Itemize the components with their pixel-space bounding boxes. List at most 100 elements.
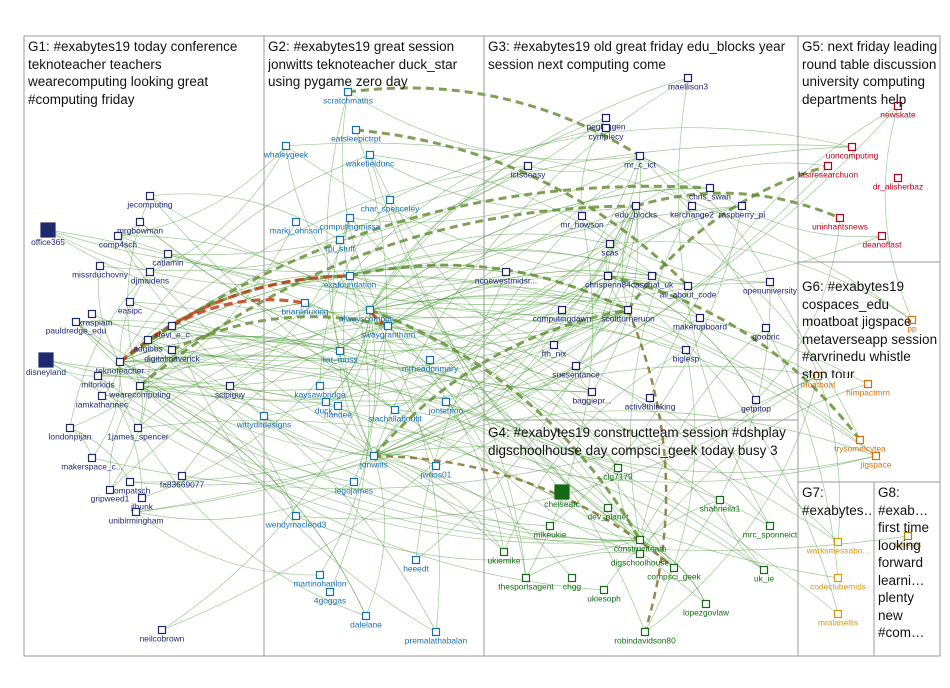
group-title-g2: G2: #exabytes19 great session jonwitts t… [268, 38, 482, 118]
node-shahneila1[interactable]: shahneila1 [700, 497, 741, 514]
node-legojames[interactable]: legojames [335, 479, 373, 496]
node-warksmessabo-[interactable]: warksmessabo... [806, 539, 870, 556]
node-label: mr_howson [560, 220, 604, 230]
node-label: dev_planet [588, 512, 630, 522]
node-avatar [413, 557, 420, 564]
node-premalathabalan[interactable]: premalathabalan [405, 629, 468, 646]
node-avatar [351, 479, 358, 486]
node-jwrios01[interactable]: jwrios01 [420, 463, 452, 480]
node-wendymacleod3[interactable]: wendymacleod3 [265, 513, 327, 530]
node-avatar [555, 485, 569, 499]
node-avatar [547, 523, 554, 530]
node-avatar [849, 144, 856, 151]
node-label: jonwitts [359, 460, 388, 470]
node-ukiemike[interactable]: ukiemike [487, 549, 520, 566]
node-4goggas[interactable]: 4goggas [314, 589, 346, 606]
node-neilcobrown[interactable]: neilcobrown [140, 627, 185, 644]
node-mralanellis[interactable]: mralanellis [818, 611, 858, 628]
node-fth_nix[interactable]: fth_nix [542, 342, 567, 359]
node-label: djmaidens [131, 276, 169, 286]
node-avatar [337, 237, 344, 244]
node-office365[interactable]: office365 [31, 223, 65, 247]
node-mrheadprimary[interactable]: mrheadprimary [402, 357, 459, 374]
node-mr_howson[interactable]: mr_howson [560, 213, 604, 230]
node-avatar [825, 163, 832, 170]
node-label: goobric [752, 332, 779, 342]
node-avatar [551, 342, 558, 349]
node-ictsoeasy[interactable]: ictsoeasy [511, 163, 547, 180]
node-wakefieldunc[interactable]: wakefieldunc [345, 152, 394, 169]
node-chgg[interactable]: chgg [563, 575, 582, 592]
node-wearecomputing[interactable]: wearecomputing [108, 383, 171, 400]
node-djmaidens[interactable]: djmaidens [131, 269, 169, 286]
node-fa83669077[interactable]: fa83669077 [160, 473, 205, 490]
node-kaysawbridge[interactable]: kaysawbridge [294, 383, 346, 400]
node-label: makerspace_c... [61, 462, 122, 472]
node-avatar [873, 453, 880, 460]
node-avatar [685, 283, 692, 290]
node-label: uk_ie [754, 574, 774, 584]
node-avatar [717, 497, 724, 504]
node-mr_c_ict[interactable]: mr_c_ict [624, 153, 656, 170]
node-mrgbowman[interactable]: mrgbowman [117, 219, 163, 236]
node-dr_alisherbaz[interactable]: dr_alisherbaz [873, 175, 923, 192]
node-1james_spencer[interactable]: 1james_spencer [107, 425, 169, 442]
node-dalelane[interactable]: dalelane [350, 613, 382, 630]
node-getpitop[interactable]: getpitop [741, 397, 771, 414]
node-himpactmrn[interactable]: himpactmrn [846, 381, 890, 398]
node-robindavidson80[interactable]: robindavidson80 [614, 629, 676, 646]
node-londonpijan[interactable]: londonpijan [49, 425, 92, 442]
node-kerchange2[interactable]: kerchange2 [670, 203, 714, 220]
node-trysomelcytea[interactable]: trysomelcytea [834, 437, 886, 454]
node-avatar [603, 125, 610, 132]
edge [388, 147, 852, 326]
node-lopezgovlaw[interactable]: lopezgovlaw [683, 601, 730, 618]
node-char_spenceley[interactable]: char_spenceley [361, 197, 420, 214]
node-avatar [117, 359, 124, 366]
node-avatar [127, 479, 134, 486]
node-caschat_uk[interactable]: caschat_uk [631, 273, 674, 290]
node-raspberry_pi[interactable]: raspberry_pi [719, 203, 766, 220]
node-fastresearchuon[interactable]: fastresearchuon [798, 163, 858, 180]
node-avatar [317, 572, 324, 579]
node-avatar [605, 505, 612, 512]
node-label: caschat_uk [631, 280, 674, 290]
node-jigspace[interactable]: jigspace [860, 453, 892, 470]
group-title-g5: G5: next friday leading round table disc… [802, 38, 938, 138]
node-easipc[interactable]: easipc [118, 299, 142, 316]
node-disneyland[interactable]: disneyland [26, 353, 66, 377]
node-label: raspberry_pi [719, 210, 766, 220]
node-label: comp4sch [99, 240, 138, 250]
node-brianlinuxing[interactable]: brianlinuxing [281, 300, 328, 317]
node-biglesp[interactable]: biglesp [673, 347, 700, 364]
node-scas[interactable]: scas [601, 241, 618, 258]
node-avatar [159, 627, 166, 634]
node-heeedt[interactable]: heeedt [403, 557, 429, 574]
node-label: scas [601, 248, 618, 258]
node-markj_ohnson[interactable]: markj_ohnson [270, 219, 323, 236]
node-avatar [133, 509, 140, 516]
node-martinohanlon[interactable]: martinohanlon [293, 572, 346, 589]
node-label: dalelane [350, 620, 382, 630]
node-label: gripweed1 [91, 494, 130, 504]
node-avatar [367, 152, 374, 159]
node-label: chelseafc [544, 499, 579, 509]
node-unibirmingham[interactable]: unibirmingham [109, 509, 164, 526]
node-baggiepr-[interactable]: baggiepr... [572, 389, 611, 406]
group-title-g6: G6: #exabytes19 cospaces_edu moatboat ji… [802, 278, 938, 378]
node-makerspace_c-[interactable]: makerspace_c... [61, 455, 122, 472]
node-avatar [835, 539, 842, 546]
node-avatar [169, 347, 176, 354]
node-goobric[interactable]: goobric [752, 325, 779, 342]
node-deanoffast[interactable]: deanoffast [863, 233, 903, 250]
node-uk_ie[interactable]: uk_ie [754, 567, 774, 584]
node-openuniversity[interactable]: openuniversity [743, 279, 798, 296]
node-uninhantsnews[interactable]: uninhantsnews [812, 215, 868, 232]
node-label: easipc [118, 306, 142, 316]
node-label: mikeukie [533, 530, 566, 540]
node-codeclubemids[interactable]: codeclubemids [810, 575, 866, 592]
node-jecomputing[interactable]: jecomputing [126, 193, 173, 210]
node-avatar [525, 163, 532, 170]
node-missrduchovny[interactable]: missrduchovny [72, 263, 129, 280]
node-label: wendymacleod3 [265, 520, 327, 530]
